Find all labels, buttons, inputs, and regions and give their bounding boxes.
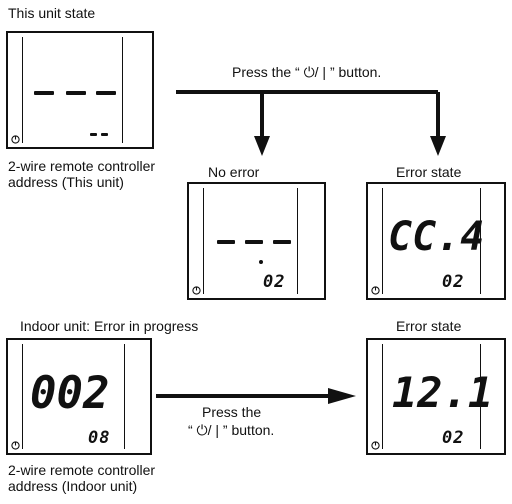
press-button-instruction: Press the “ ⏻/ | ” button.: [232, 64, 382, 80]
dash-3: [96, 91, 116, 95]
lcd-no-error: 02: [187, 182, 326, 300]
no-error-label: No error: [208, 164, 260, 180]
power-button-icon: [371, 286, 380, 295]
sub-digits: 02: [442, 428, 465, 448]
this-unit-state-label: This unit state: [8, 5, 96, 21]
dash-2: [245, 240, 263, 244]
sub-digits: 02: [263, 272, 286, 292]
lcd-error-state-bottom: 12.1 02: [366, 338, 506, 455]
button-instruction-label: “ ⏻/ | ” button.: [188, 422, 275, 438]
lcd-indoor-unit: 002 08: [6, 338, 152, 455]
power-button-icon: [192, 286, 201, 295]
power-button-icon: [11, 135, 20, 144]
lcd-this-unit: [6, 31, 154, 149]
sub-digits: 02: [442, 272, 465, 292]
sub-digits: 08: [88, 428, 111, 448]
indoor-error-label: Indoor unit: Error in progress: [20, 318, 199, 334]
error-code: 12.1: [392, 368, 494, 417]
error-arrow-head: [430, 136, 446, 156]
error-state-bottom-label: Error state: [396, 318, 462, 334]
error-state-label: Error state: [396, 164, 462, 180]
power-button-icon: [371, 441, 380, 450]
dash-1: [34, 91, 54, 95]
dash-2: [66, 91, 86, 95]
sub-dash-2: [101, 133, 108, 136]
error-code: CC.4: [388, 214, 485, 260]
address-code: 002: [30, 368, 110, 419]
dash-3: [273, 240, 291, 244]
dash-1: [217, 240, 235, 244]
press-the-label: Press the: [202, 404, 262, 420]
lcd-error-state-top: CC.4 02: [366, 182, 506, 300]
address-this-unit-label: 2-wire remote controller address (This u…: [8, 158, 156, 190]
decimal-dot: [259, 260, 263, 264]
sub-dash-1: [90, 133, 97, 136]
power-button-icon: [11, 441, 20, 450]
address-indoor-unit-label: 2-wire remote controller address (Indoor…: [8, 462, 156, 494]
no-error-arrow-head: [254, 136, 270, 156]
bottom-arrow-head: [328, 388, 356, 404]
